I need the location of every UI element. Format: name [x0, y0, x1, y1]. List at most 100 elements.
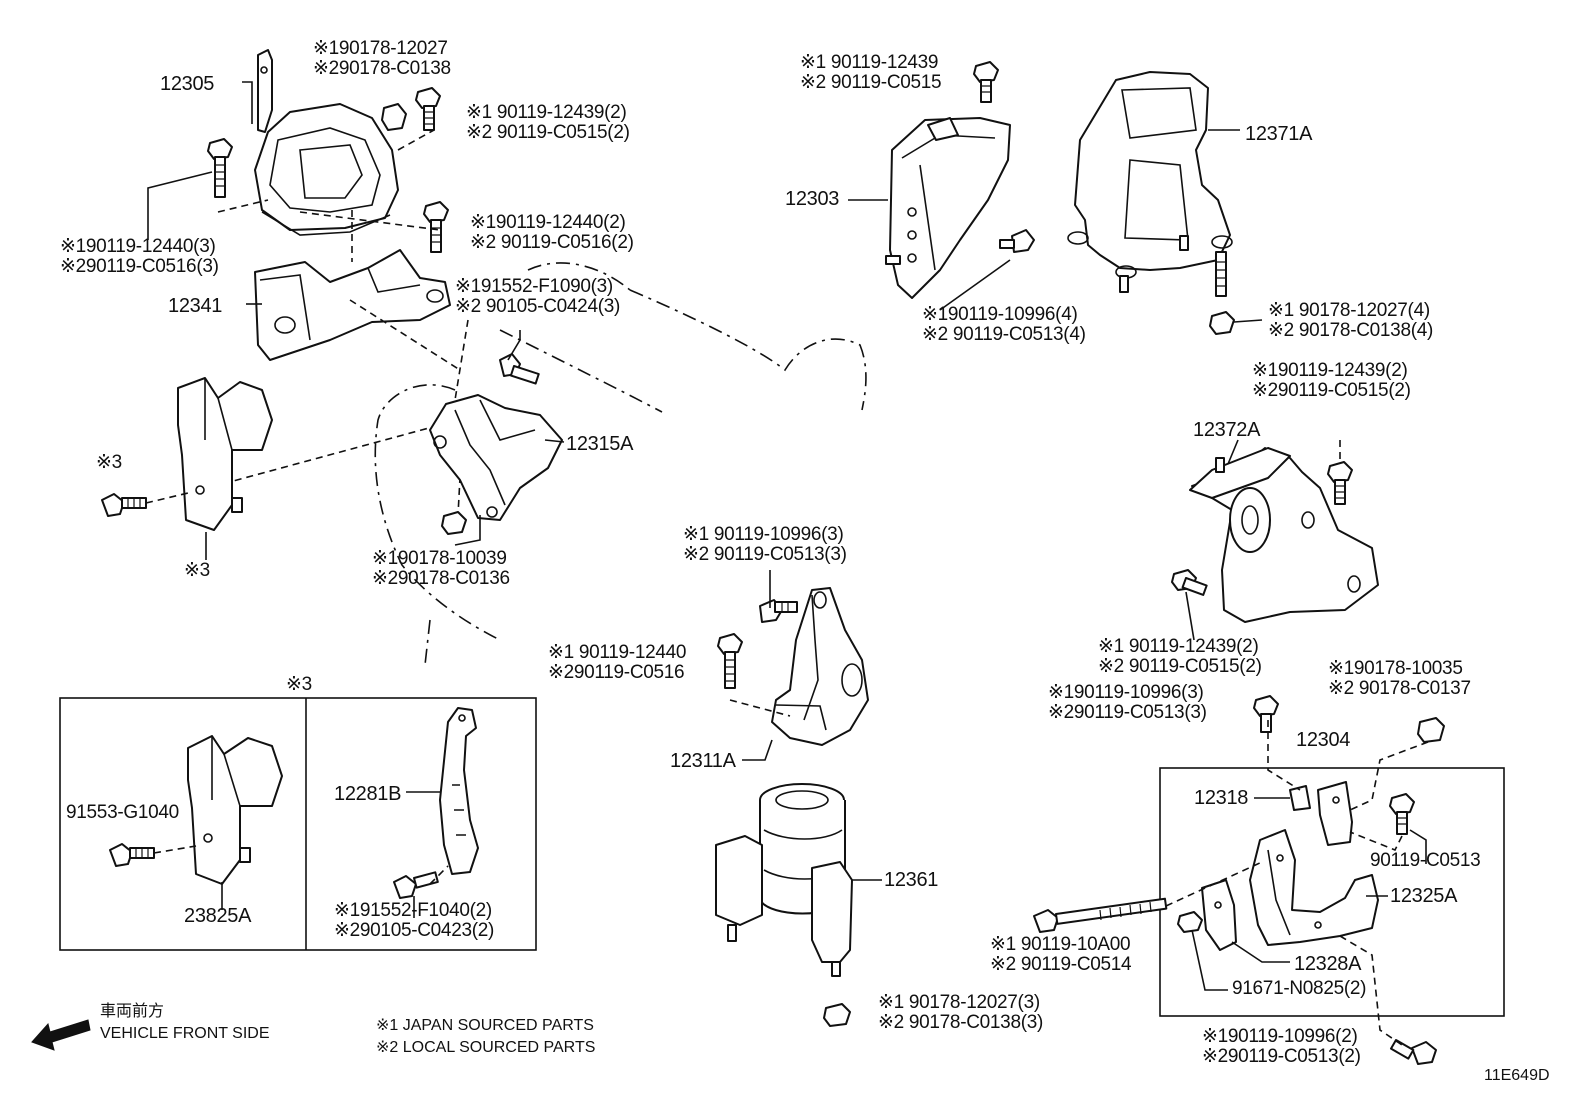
- callout-c03a: ※190119-12440(3): [60, 236, 216, 257]
- part-12304-label: 12304: [1296, 729, 1350, 751]
- part-12361-label: 12361: [884, 869, 938, 891]
- diagram-code: 11E649D: [1484, 1067, 1550, 1084]
- callout-c16: 90119-C0513: [1370, 850, 1480, 871]
- part-12311A-label: 12311A: [670, 750, 737, 772]
- vehicle-front-arrow-icon: [31, 1019, 91, 1051]
- callout-c07a: ※190119-10996(4): [922, 304, 1078, 325]
- part-12318-label: 12318: [1194, 787, 1248, 809]
- bolt-top-right-12305: [415, 87, 441, 131]
- bracket-12303-drawing: [885, 117, 1011, 299]
- bolt-90119-10996-3: [1253, 695, 1279, 733]
- bracket-12318-drawing: [1289, 781, 1353, 846]
- assembly-box-star3: [59, 697, 537, 951]
- callout-c01b: ※290178-C0138: [313, 58, 451, 79]
- callout-c19b: ※2 90178-C0138(3): [878, 1012, 1043, 1033]
- callout-c14b: ※290119-C0513(3): [1048, 702, 1207, 723]
- callout-star3-box: ※3: [286, 674, 312, 695]
- callout-star3-bracket: ※3: [184, 560, 210, 581]
- callout-c21: 91553-G1040: [66, 802, 179, 823]
- bracket-12341-drawing: [254, 249, 451, 361]
- bolt-star3-left: [101, 493, 147, 517]
- bolt-90119-C0513-box: [1389, 793, 1415, 835]
- callout-c04b: ※2 90119-C0516(2): [470, 232, 634, 253]
- callout-c19a: ※1 90178-12027(3): [878, 992, 1040, 1013]
- callout-c11b: ※2 90119-C0513(3): [683, 544, 847, 565]
- callout-c02a: ※1 90119-12439(2): [466, 102, 626, 123]
- bolt-90119-10A00: [1033, 897, 1168, 933]
- part-12325A-label: 12325A: [1390, 885, 1458, 907]
- callout-c14a: ※190119-10996(3): [1048, 682, 1204, 703]
- part-12371A-label: 12371A: [1245, 123, 1313, 145]
- callout-c07b: ※2 90119-C0513(4): [922, 324, 1086, 345]
- bolt-91671-N0825: [1177, 911, 1203, 933]
- nut-90178-10035: [1417, 717, 1445, 743]
- callout-c09b: ※290119-C0515(2): [1252, 380, 1411, 401]
- callout-c22b: ※290105-C0423(2): [334, 920, 494, 941]
- mount-12361-drawing: [715, 783, 853, 977]
- callout-c05a: ※191552-F1090(3): [455, 276, 613, 297]
- bolt-12372A-lower: [1171, 569, 1208, 596]
- bolt-12311A-left: [717, 633, 743, 689]
- callout-c17b: ※2 90119-C0514: [990, 954, 1132, 975]
- bolt-91552-F1040: [393, 871, 439, 899]
- bolt-left-12305: [207, 138, 233, 198]
- part-12372A-label: 12372A: [1193, 419, 1261, 441]
- engine-mount-12305-drawing: [254, 49, 399, 236]
- bolt-12303-side: [999, 229, 1035, 253]
- vehicle-front-jp-label: 車両前方: [100, 1002, 164, 1020]
- callout-c06a: ※1 90119-12439: [800, 52, 938, 73]
- callout-c10a: ※190178-10039: [372, 548, 507, 569]
- callout-c01a: ※190178-12027: [313, 38, 448, 59]
- bolt-12311A-top: [759, 599, 798, 623]
- bolt-91553-G1040: [109, 843, 155, 867]
- part-12303-label: 12303: [785, 188, 839, 210]
- bracket-12325A-drawing: [1249, 829, 1379, 946]
- bracket-23825A-drawing: [187, 735, 283, 885]
- callout-c08b: ※2 90178-C0138(4): [1268, 320, 1433, 341]
- vehicle-front-en-label: VEHICLE FRONT SIDE: [100, 1025, 270, 1042]
- callout-c02b: ※2 90119-C0515(2): [466, 122, 630, 143]
- part-12281B-label: 12281B: [334, 783, 401, 805]
- bolt-middle-12341: [423, 201, 449, 253]
- callout-c03b: ※290119-C0516(3): [60, 256, 219, 277]
- bolt-91552-F1090: [499, 353, 540, 385]
- bracket-star3-upper-drawing: [177, 377, 273, 531]
- bracket-12281B-drawing: [439, 707, 479, 875]
- part-12305-label: 12305: [160, 73, 214, 95]
- bolt-12303-top: [973, 61, 999, 103]
- callout-c17a: ※1 90119-10A00: [990, 934, 1130, 955]
- callout-c04a: ※190119-12440(2): [470, 212, 626, 233]
- callout-c10b: ※290178-C0136: [372, 568, 510, 589]
- callout-c08a: ※1 90178-12027(4): [1268, 300, 1430, 321]
- assembly-box-12304: [1159, 767, 1505, 1017]
- part-12328A-label: 12328A: [1294, 953, 1362, 975]
- callout-c11a: ※1 90119-10996(3): [683, 524, 843, 545]
- callout-c15a: ※190178-10035: [1328, 658, 1463, 679]
- legend-note-japan: ※1 JAPAN SOURCED PARTS: [376, 1017, 594, 1034]
- mount-12372A-drawing: [1189, 447, 1379, 623]
- callout-c12b: ※290119-C0516: [548, 662, 684, 683]
- bolt-12372A-top: [1327, 461, 1353, 505]
- callout-c13a: ※1 90119-12439(2): [1098, 636, 1258, 657]
- part-12341-label: 12341: [168, 295, 222, 317]
- bolt-90119-10996-2: [1389, 1039, 1437, 1065]
- callout-c20a: ※190119-10996(2): [1202, 1026, 1358, 1047]
- callout-c18: 91671-N0825(2): [1232, 978, 1366, 999]
- part-12315A-label: 12315A: [566, 433, 634, 455]
- callout-c13b: ※2 90119-C0515(2): [1098, 656, 1262, 677]
- callout-c12a: ※1 90119-12440: [548, 642, 686, 663]
- bracket-12315A-drawing: [429, 394, 563, 521]
- callout-star3-bolt: ※3: [96, 452, 122, 473]
- nut-90178-10039: [441, 511, 467, 535]
- bracket-12311A-drawing: [771, 587, 869, 746]
- legend-note-local: ※2 LOCAL SOURCED PARTS: [376, 1039, 595, 1056]
- nut-90178-12027-4: [1209, 311, 1235, 335]
- callout-c06b: ※2 90119-C0515: [800, 72, 941, 93]
- callout-c22a: ※191552-F1040(2): [334, 900, 492, 921]
- nut-90178-12027-3: [823, 1003, 851, 1027]
- nut-90178-12027-top: [381, 103, 407, 131]
- mount-12371A-drawing: [1067, 71, 1233, 297]
- bracket-12328A-drawing: [1201, 879, 1237, 951]
- part-23825A-label: 23825A: [184, 905, 252, 927]
